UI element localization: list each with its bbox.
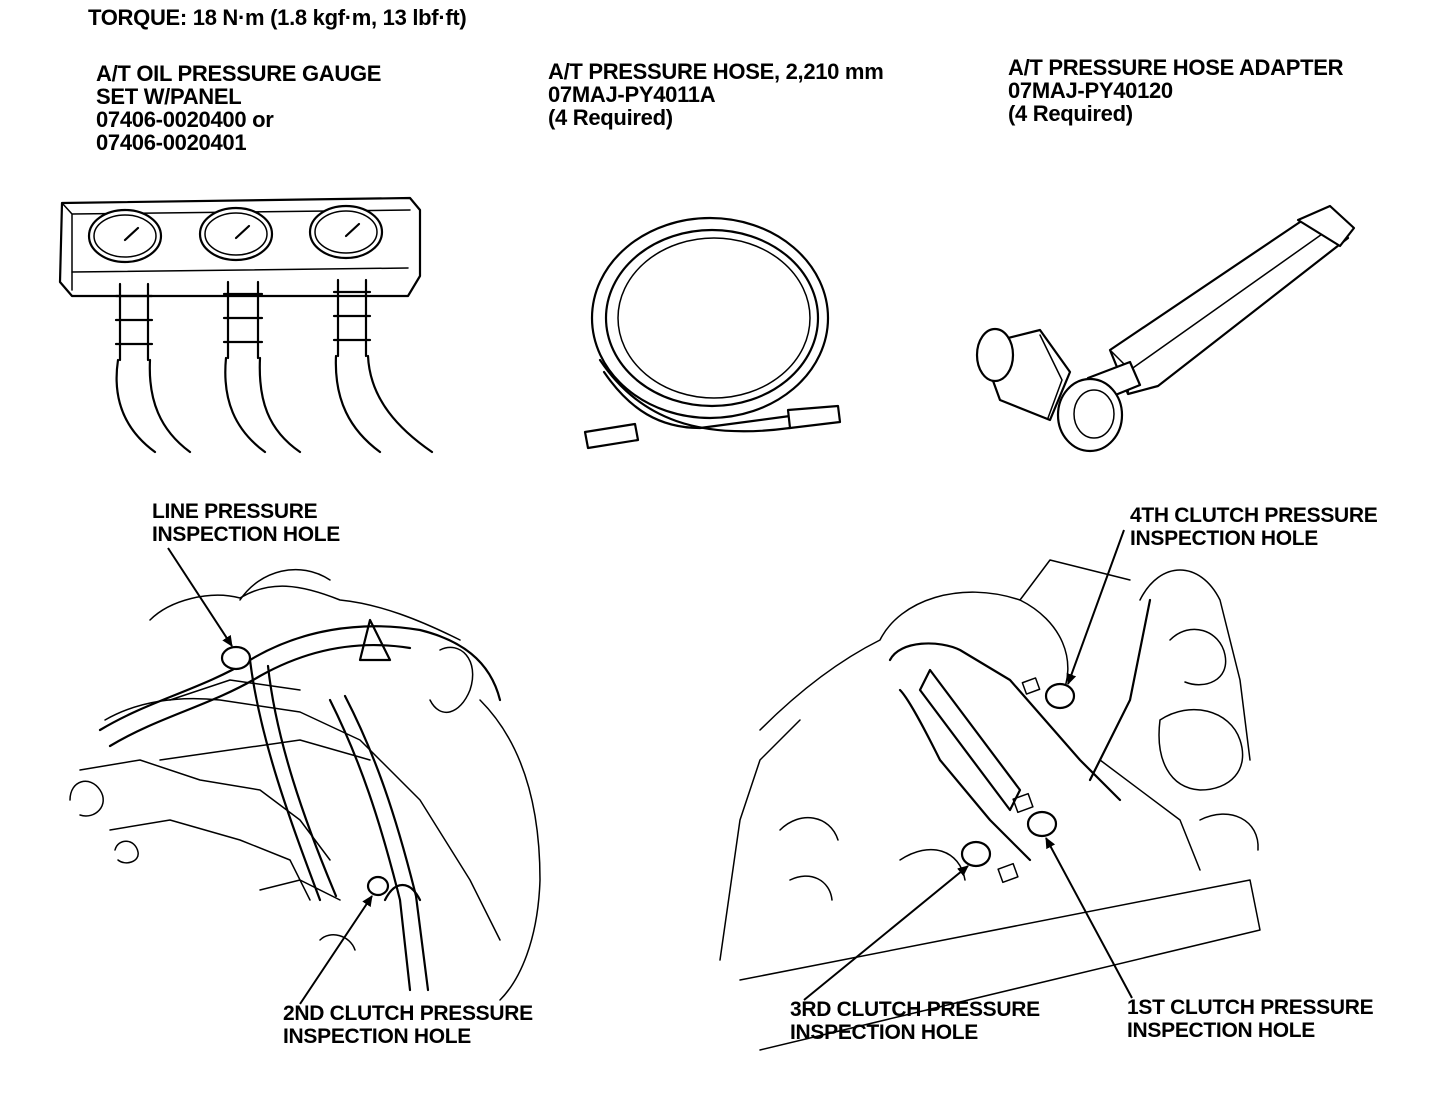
gauge-set-label: A/T OIL PRESSURE GAUGE SET W/PANEL 07406… [96,61,382,155]
torque-spec: TORQUE: 18 N·m (1.8 kgf·m, 13 lbf·ft) [88,5,467,30]
hose-adapter-label: A/T PRESSURE HOSE ADAPTER 07MAJ-PY40120 … [1008,55,1344,126]
pressure-gauge-icon [308,204,384,260]
line-pressure-arrow [167,547,233,647]
pressure-hose-label: A/T PRESSURE HOSE, 2,210 mm 07MAJ-PY4011… [548,59,884,130]
clutch-4th-hole-plug [1044,682,1076,710]
leader-arrows [167,529,1133,1005]
transmission-right-illustration [719,559,1261,1051]
clutch-4th-arrow [1066,529,1125,685]
clutch-2nd-hole-plug [366,875,390,897]
clutch-3rd-callout: 3RD CLUTCH PRESSURE INSPECTION HOLE [790,998,1040,1044]
clutch-3rd-hole-plug [960,840,992,868]
clutch-2nd-arrow [299,895,373,1005]
clutch-4th-callout: 4TH CLUTCH PRESSURE INSPECTION HOLE [1130,504,1378,550]
clutch-1st-hole-plug [1026,810,1058,838]
pressure-gauge-icon [87,208,163,264]
pressure-gauge-icon [198,206,274,262]
clutch-1st-arrow [1045,837,1133,999]
clutch-1st-callout: 1ST CLUTCH PRESSURE INSPECTION HOLE [1127,996,1374,1042]
clutch-3rd-arrow [803,865,969,1001]
line-pressure-hole-plug [220,645,252,671]
pressure-hose-illustration [583,216,842,450]
gauge-set-illustration [58,196,434,454]
line-pressure-callout: LINE PRESSURE INSPECTION HOLE [152,500,341,546]
clutch-2nd-callout: 2ND CLUTCH PRESSURE INSPECTION HOLE [283,1002,533,1048]
hose-adapter-illustration [975,204,1356,453]
transmission-left-illustration [69,568,541,1001]
